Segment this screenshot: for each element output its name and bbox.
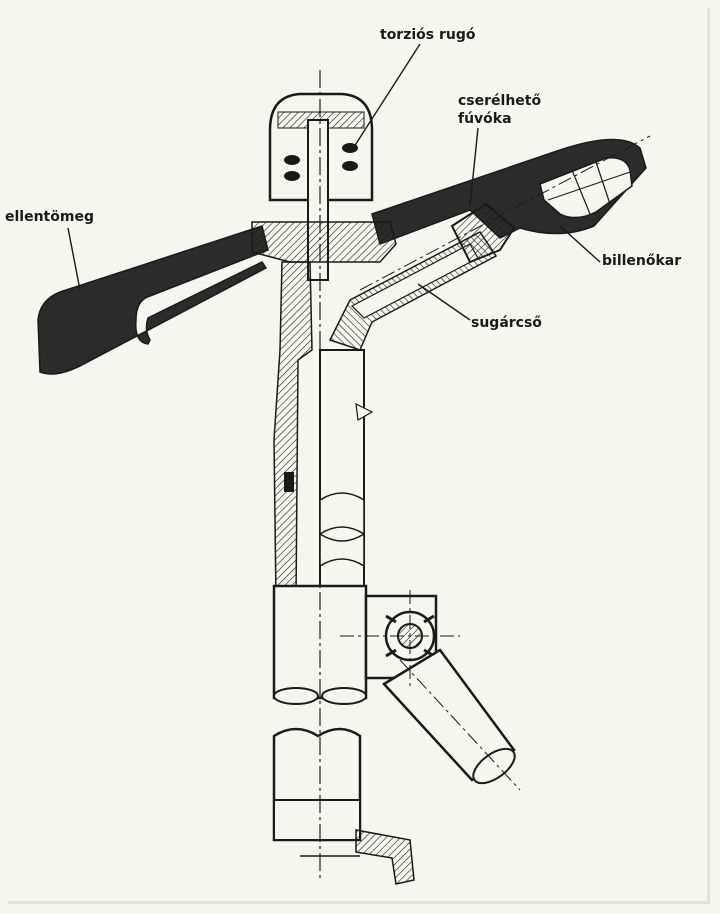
paper-edge (8, 8, 710, 904)
label-jet-tube: sugárcső (471, 315, 542, 331)
label-replaceable-nozzle-line2: fúvóka (458, 111, 512, 127)
label-torsion-spring: torziós rugó (380, 27, 476, 43)
bottom-bracket (355, 829, 415, 885)
body-block (251, 221, 397, 263)
label-rocker-arm: billenőkar (602, 253, 682, 269)
label-replaceable-nozzle-line1: cserélhető (458, 93, 542, 109)
label-counterweight: ellentömeg (5, 209, 94, 225)
torsion-spring (284, 143, 358, 181)
angled-outlet-pipe (382, 648, 516, 782)
main-body-wall (273, 261, 313, 601)
counterweight-arm (37, 225, 269, 375)
leader-lines (67, 43, 601, 321)
replaceable-nozzle (450, 202, 516, 264)
